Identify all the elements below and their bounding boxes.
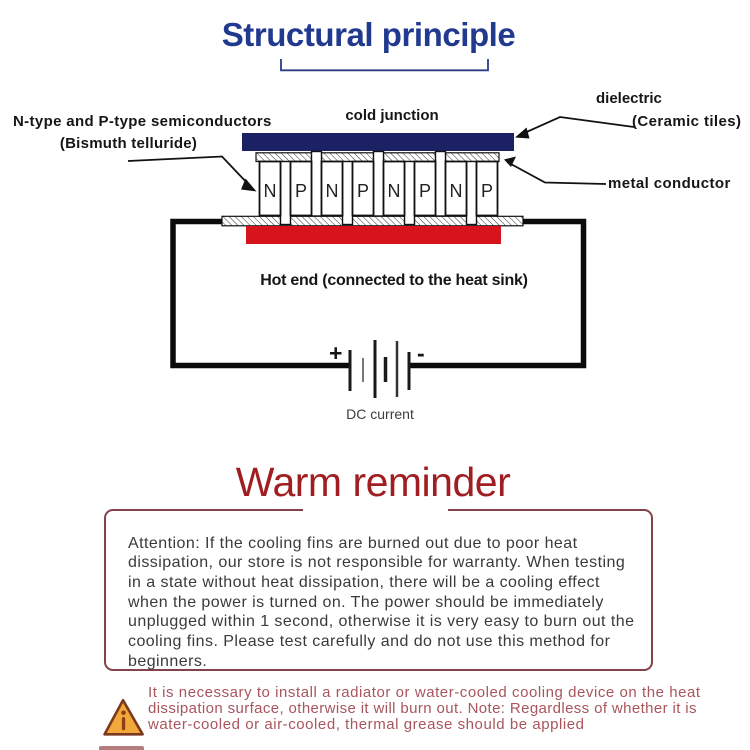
- svg-text:N: N: [326, 181, 339, 201]
- svg-text:P: P: [295, 181, 307, 201]
- svg-text:P: P: [481, 181, 493, 201]
- svg-text:N: N: [450, 181, 463, 201]
- svg-text:N: N: [388, 181, 401, 201]
- svg-text:N: N: [264, 181, 277, 201]
- svg-text:P: P: [357, 181, 369, 201]
- svg-text:P: P: [419, 181, 431, 201]
